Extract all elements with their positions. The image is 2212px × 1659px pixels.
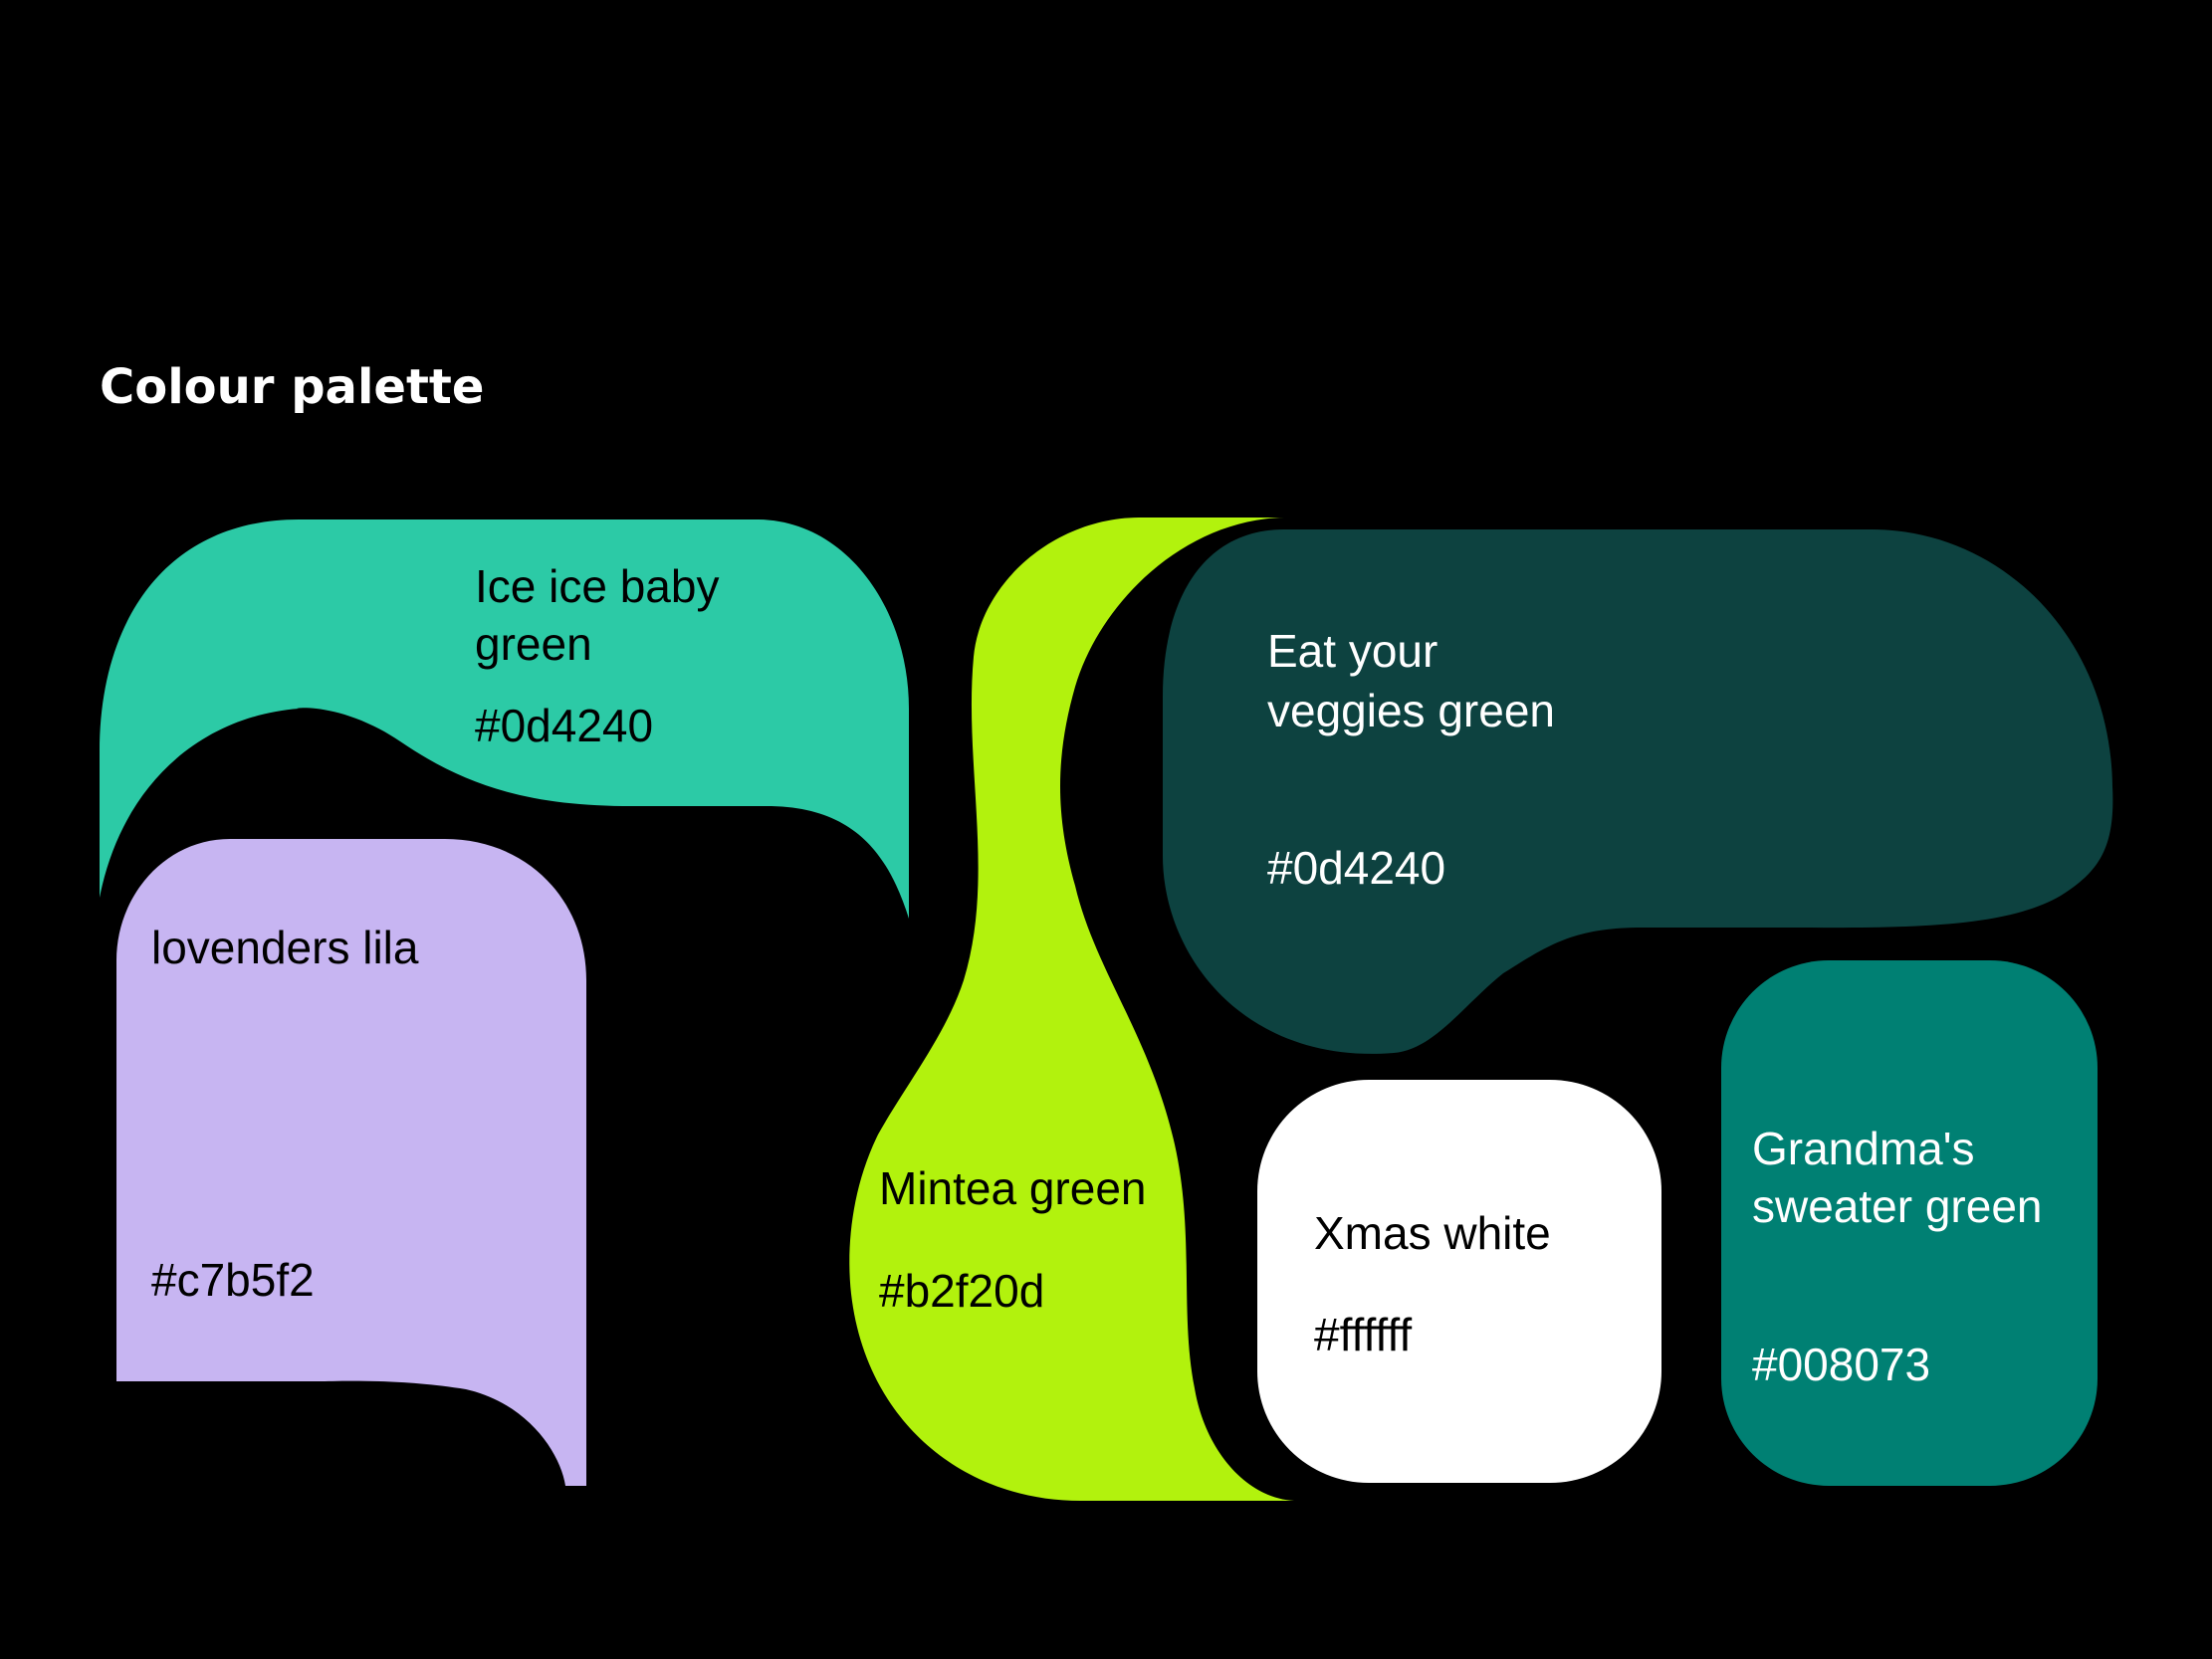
swatch-shape	[849, 518, 1294, 1502]
swatch-name-line2: green	[475, 618, 592, 670]
swatch-name: Grandma's	[1752, 1123, 1975, 1174]
swatch-name: Xmas white	[1314, 1207, 1551, 1259]
swatch-name: Ice ice baby	[475, 560, 719, 612]
swatch-shape	[1257, 1080, 1661, 1483]
swatch-name-line2: veggies green	[1267, 685, 1555, 736]
swatch-hex: #008073	[1752, 1339, 1930, 1390]
swatch-hex: #c7b5f2	[151, 1254, 315, 1306]
swatch-grandmas-sweater-green: Grandma's sweater green #008073	[1721, 960, 2098, 1486]
swatch-shape	[1721, 960, 2098, 1486]
page-title: Colour palette	[100, 359, 484, 415]
swatch-hex: #b2f20d	[879, 1265, 1044, 1317]
swatch-hex: #0d4240	[475, 700, 653, 751]
swatch-shape	[116, 839, 586, 1486]
swatch-hex: #ffffff	[1314, 1309, 1412, 1360]
swatch-xmas-white: Xmas white #ffffff	[1257, 1080, 1661, 1483]
swatch-ice-ice-baby-green: Ice ice baby green #0d4240	[100, 519, 909, 919]
swatch-lovenders-lila: lovenders lila #c7b5f2	[116, 839, 586, 1486]
swatch-name: lovenders lila	[151, 922, 419, 973]
swatch-name: Mintea green	[879, 1162, 1147, 1214]
swatch-mintea-green: Mintea green #b2f20d	[849, 518, 1294, 1502]
swatch-hex: #0d4240	[1267, 842, 1445, 894]
swatch-name-line2: sweater green	[1752, 1180, 2043, 1232]
swatch-shape	[100, 519, 909, 919]
swatch-shape	[1163, 529, 2113, 1054]
swatch-eat-your-veggies-green: Eat your veggies green #0d4240	[1163, 529, 2113, 1054]
swatch-name: Eat your	[1267, 625, 1438, 677]
